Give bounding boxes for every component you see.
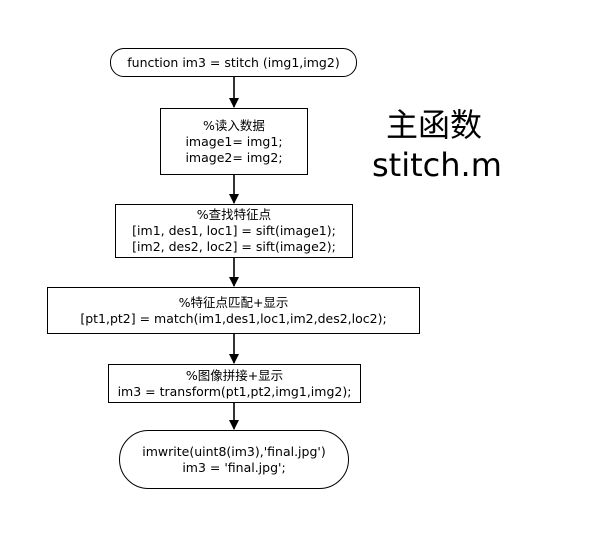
- node-comment: %查找特征点: [196, 207, 272, 222]
- node-text: im3 = transform(pt1,pt2,img1,img2);: [117, 383, 352, 399]
- node-comment: %特征点匹配+显示: [178, 294, 289, 310]
- node-text: image2= img2;: [185, 149, 283, 165]
- node-text: [im1, des1, loc1] = sift(image1);: [132, 223, 336, 238]
- node-text: im3 = 'final.jpg';: [182, 459, 286, 475]
- node-find-features: %查找特征点 [im1, des1, loc1] = sift(image1);…: [115, 204, 353, 258]
- node-text: imwrite(uint8(im3),'final.jpg'): [142, 443, 326, 459]
- node-text: [im2, des2, loc2] = sift(image2);: [132, 239, 336, 254]
- node-text: function im3 = stitch (img1,img2): [127, 54, 340, 70]
- node-comment: %读入数据: [203, 117, 265, 133]
- node-comment: %图像拼接+显示: [185, 367, 284, 383]
- node-image-stitch: %图像拼接+显示 im3 = transform(pt1,pt2,img1,im…: [108, 364, 361, 403]
- title-filename: stitch.m: [372, 146, 502, 184]
- title-chinese: 主函数: [385, 106, 482, 144]
- node-write-output: imwrite(uint8(im3),'final.jpg') im3 = 'f…: [119, 430, 349, 489]
- node-match-features: %特征点匹配+显示 [pt1,pt2] = match(im1,des1,loc…: [47, 287, 420, 334]
- node-function-start: function im3 = stitch (img1,img2): [110, 48, 357, 77]
- node-text: image1= img1;: [185, 133, 283, 149]
- node-text: [pt1,pt2] = match(im1,des1,loc1,im2,des2…: [80, 310, 387, 326]
- diagram-title: 主函数 stitch.m: [372, 105, 502, 185]
- node-read-data: %读入数据 image1= img1; image2= img2;: [160, 108, 308, 175]
